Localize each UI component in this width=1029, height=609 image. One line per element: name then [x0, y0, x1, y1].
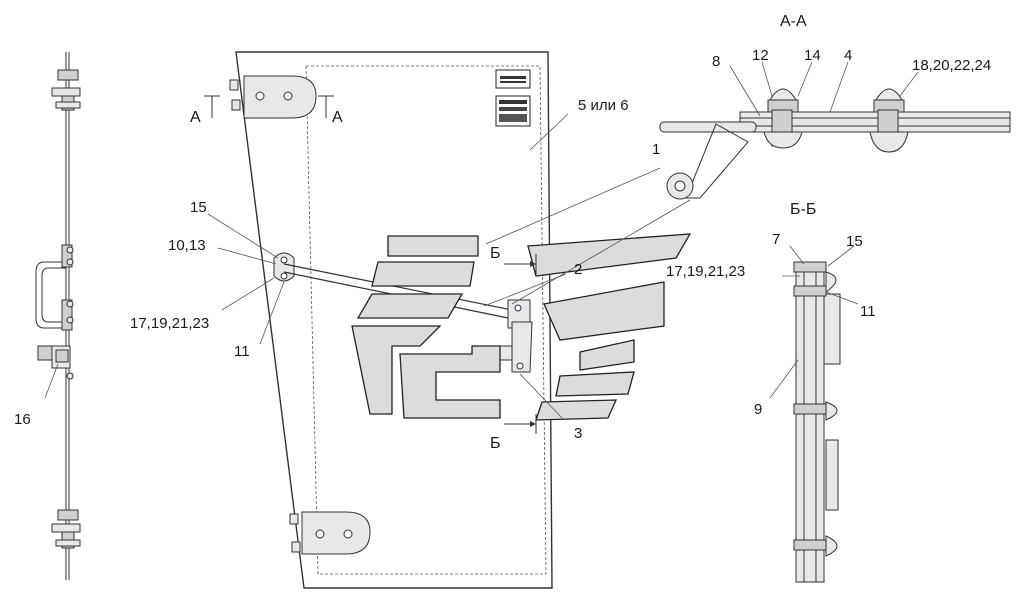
door-logo [351, 233, 692, 421]
label-aa-8: 8 [712, 53, 720, 70]
label-bb-fasteners: 17,19,21,23 [666, 263, 745, 280]
section-title-aa: А-А [780, 13, 807, 30]
cut-mark-b [504, 254, 537, 434]
label-aa-14: 14 [804, 47, 821, 64]
label-aa-12: 12 [752, 47, 769, 64]
label-item-15: 15 [190, 199, 207, 216]
label-door-panel: 5 или 6 [578, 97, 629, 114]
cut-mark-a-left: А [190, 109, 201, 126]
cut-mark-a-right: А [332, 109, 343, 126]
label-item-1: 1 [652, 141, 660, 158]
label-fasteners-left: 17,19,21,23 [130, 315, 209, 332]
side-view [35, 52, 81, 580]
section-aa [659, 61, 1011, 200]
label-aa-4: 4 [844, 47, 852, 64]
cut-mark-b-bottom: Б [490, 435, 501, 452]
section-title-bb: Б-Б [790, 201, 816, 218]
label-bb-9: 9 [754, 401, 762, 418]
cut-mark-b-top: Б [490, 245, 501, 262]
label-item-3: 3 [574, 425, 582, 442]
door-leaders [207, 113, 691, 421]
label-bb-11: 11 [860, 303, 876, 320]
label-items-10-13: 10,13 [168, 237, 206, 254]
door-panel [229, 51, 553, 589]
section-bb [769, 245, 859, 583]
label-bb-15: 15 [846, 233, 863, 250]
label-item-11: 11 [234, 343, 250, 360]
cut-mark-a [204, 95, 334, 118]
label-bb-7: 7 [772, 231, 780, 248]
label-aa-fasteners: 18,20,22,24 [912, 57, 991, 74]
label-item-16: 16 [14, 411, 31, 428]
label-item-2: 2 [574, 261, 582, 278]
